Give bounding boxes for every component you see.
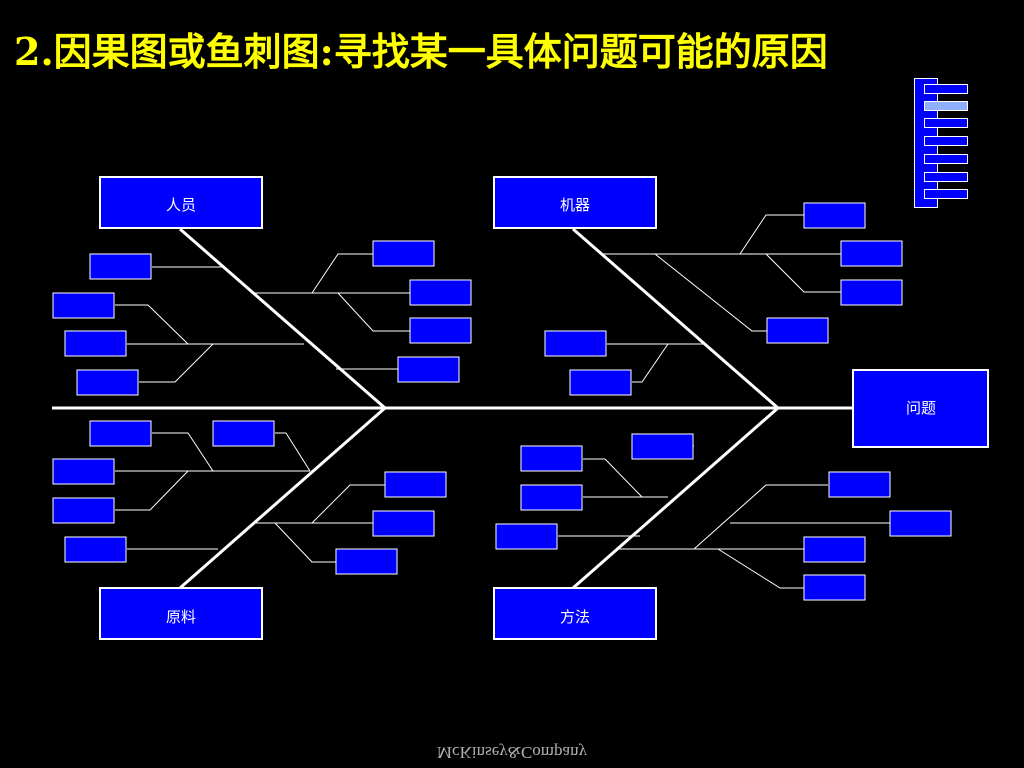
connector — [632, 343, 669, 383]
connector — [739, 214, 804, 255]
cause-box — [64, 330, 127, 357]
category-label: 原料 — [166, 608, 196, 626]
connector — [311, 484, 385, 524]
slide-navigator — [914, 78, 972, 208]
category-label: 机器 — [560, 196, 590, 214]
connector — [337, 292, 410, 332]
bone-people — [179, 227, 386, 410]
category-box — [99, 587, 263, 640]
bone-method — [572, 406, 779, 590]
cause-box — [840, 279, 903, 306]
category-box — [493, 587, 657, 640]
problem-label: 问题 — [906, 399, 936, 417]
main-bones — [52, 227, 852, 590]
slide-title: 2.因果图或鱼刺图:寻找某一具体问题可能的原因 — [14, 29, 828, 74]
cause-box — [495, 523, 558, 550]
category-box — [493, 176, 657, 229]
connector — [583, 458, 643, 498]
cause-box — [803, 536, 866, 563]
navigator-item[interactable] — [924, 118, 968, 128]
navigator-item[interactable] — [924, 189, 968, 199]
category-people: 人员 — [99, 176, 263, 229]
connector — [765, 253, 841, 293]
connector — [139, 343, 214, 383]
connector — [274, 522, 336, 563]
cause-box — [89, 420, 152, 447]
connector — [311, 253, 373, 294]
connector — [717, 548, 804, 589]
connector — [275, 432, 311, 472]
cause-box — [52, 458, 115, 485]
cause-box — [384, 471, 447, 498]
connector — [654, 253, 767, 332]
cause-box — [520, 484, 583, 511]
cause-box — [803, 574, 866, 601]
cause-box — [372, 240, 435, 267]
problem-node: 问题 — [852, 369, 989, 448]
connector — [693, 484, 828, 550]
cause-box — [828, 471, 891, 498]
cause-box — [52, 292, 115, 319]
footer-logo: McKinsey&Company — [436, 743, 588, 762]
cause-box — [64, 536, 127, 563]
cause-box — [569, 369, 632, 396]
cause-box — [76, 369, 139, 396]
cause-box — [840, 240, 903, 267]
navigator-item[interactable] — [924, 84, 968, 94]
bone-material — [179, 406, 386, 590]
category-method: 方法 — [493, 587, 657, 640]
cause-box — [397, 356, 460, 383]
connector — [115, 470, 189, 511]
connector — [115, 304, 189, 345]
cause-box — [409, 279, 472, 306]
cause-box — [520, 445, 583, 472]
connector — [152, 432, 214, 472]
cause-box — [544, 330, 607, 357]
category-material: 原料 — [99, 587, 263, 640]
category-machine: 机器 — [493, 176, 657, 229]
navigator-item-active[interactable] — [924, 101, 968, 111]
cause-box — [212, 420, 275, 447]
cause-box — [631, 433, 694, 460]
problem-box — [852, 369, 989, 448]
cause-box — [409, 317, 472, 344]
cause-box — [335, 548, 398, 575]
cause-box — [889, 510, 952, 537]
category-box — [99, 176, 263, 229]
navigator-item[interactable] — [924, 154, 968, 164]
category-label: 人员 — [166, 196, 196, 214]
cause-boxes — [52, 202, 952, 601]
connector-lines — [115, 214, 890, 589]
cause-box — [766, 317, 829, 344]
cause-box — [372, 510, 435, 537]
cause-box — [52, 497, 115, 524]
navigator-item[interactable] — [924, 172, 968, 182]
bone-machine — [572, 227, 779, 410]
cause-box — [89, 253, 152, 280]
navigator-item[interactable] — [924, 136, 968, 146]
cause-box — [803, 202, 866, 229]
category-label: 方法 — [560, 608, 590, 626]
